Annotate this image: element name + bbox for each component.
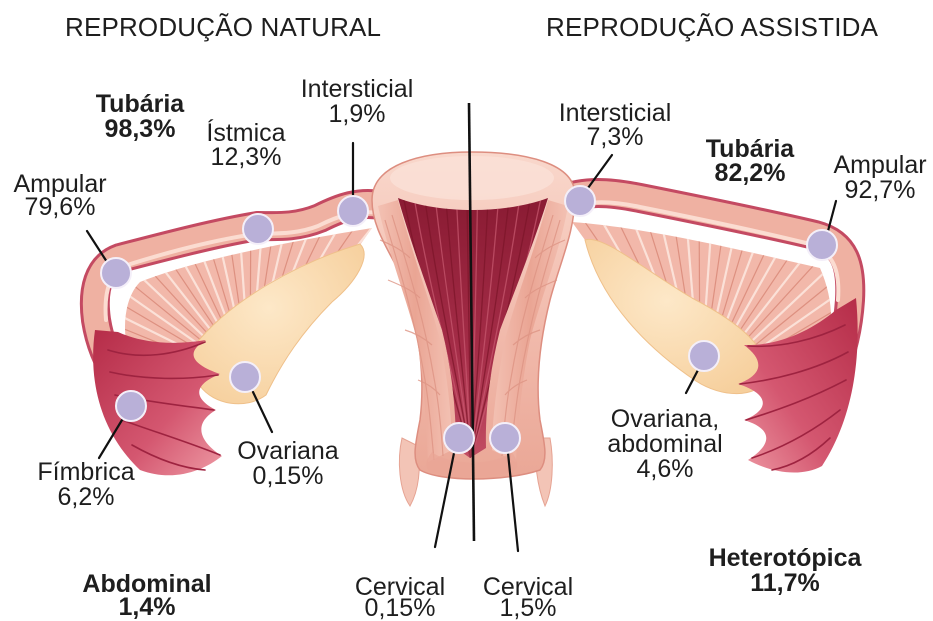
assisted-heterotopica-label: Heterotópica	[709, 544, 863, 572]
assisted-heterotopica-value: 11,7%	[750, 569, 820, 597]
heading-natural: REPRODUÇÃO NATURAL	[65, 12, 381, 42]
natural-ampular-marker	[101, 258, 131, 288]
natural-intersticial-marker	[338, 196, 368, 226]
assisted-tubaria-value: 82,2%	[715, 159, 786, 187]
natural-fimbrica-label: Fímbrica	[37, 458, 134, 486]
assisted-ampular-label: Ampular	[833, 151, 926, 179]
assisted-ovariana-label-line2: abdominal	[607, 430, 722, 458]
assisted-cervical-value: 1,5%	[500, 594, 557, 621]
assisted-intersticial-value: 7,3%	[587, 123, 644, 151]
natural-tubaria-label: Tubária	[96, 90, 186, 118]
assisted-ampular-value: 92,7%	[845, 176, 916, 204]
uterus-fundus-highlight	[390, 156, 554, 200]
natural-cervical-value: 0,15%	[365, 594, 436, 621]
assisted-intersticial-marker	[565, 186, 595, 216]
natural-istmica-marker	[243, 214, 273, 244]
natural-tubaria-value: 98,3%	[105, 115, 176, 143]
assisted-ovariana-label-line1: Ovariana,	[611, 405, 719, 433]
natural-ovariana-value: 0,15%	[253, 462, 324, 490]
natural-abdominal-value: 1,4%	[119, 593, 176, 621]
natural-ampular-value: 79,6%	[25, 193, 96, 221]
natural-istmica-value: 12,3%	[211, 143, 282, 171]
natural-fimbrica-marker	[116, 391, 146, 421]
leader-natural-ovariana	[253, 392, 272, 432]
natural-intersticial-label: Intersticial	[301, 75, 414, 103]
natural-ovariana-marker	[230, 362, 260, 392]
natural-cervical-marker	[444, 423, 474, 453]
natural-fimbrica-value: 6,2%	[58, 483, 115, 511]
assisted-ovariana-marker	[689, 341, 719, 371]
natural-ovariana-label: Ovariana	[237, 437, 339, 465]
assisted-cervical-marker	[490, 423, 520, 453]
heading-assisted: REPRODUÇÃO ASSISTIDA	[546, 12, 879, 42]
natural-intersticial-value: 1,9%	[329, 100, 386, 128]
assisted-ampular-marker	[807, 230, 837, 260]
assisted-ovariana-value: 4,6%	[637, 455, 694, 483]
